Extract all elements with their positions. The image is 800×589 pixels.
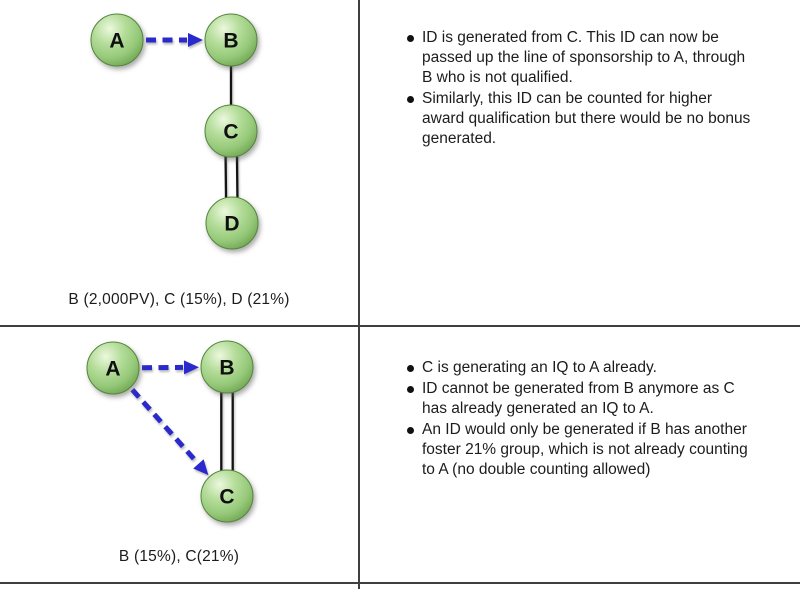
bullet-line: to A (no double counting allowed) — [422, 461, 651, 478]
bullet-line: award qualification but there would be n… — [422, 110, 751, 127]
arrowhead-icon — [183, 360, 200, 375]
bullet-line: ID is generated from C. This ID can now … — [422, 29, 719, 46]
diagram-panel-bottom: A B C B (15%), C(21%) — [0, 327, 358, 582]
node-b — [204, 13, 258, 67]
bullet-line: has already generated an IQ to A. — [422, 400, 654, 417]
node-label-a: A — [109, 30, 124, 53]
horizontal-divider-middle — [0, 325, 800, 327]
node-d — [205, 196, 259, 250]
node-a — [90, 13, 144, 67]
bullet-item: ID cannot be generated from B anymore as… — [407, 379, 800, 419]
scenario-row-bottom: A B C B (15%), C(21%) C is generating an I… — [0, 327, 800, 582]
bullet-list-top: ID is generated from C. This ID can now … — [360, 28, 800, 149]
node-label-b: B — [219, 357, 234, 380]
node-label-b: B — [223, 30, 238, 53]
bullet-line: An ID would only be generated if B has a… — [422, 421, 747, 438]
notes-panel-bottom: C is generating an IQ to A already. ID ca… — [360, 327, 800, 481]
dashed-arrow-edge — [130, 387, 200, 465]
bullet-list-bottom: C is generating an IQ to A already. ID ca… — [360, 358, 800, 480]
bullet-item: C is generating an IQ to A already. — [407, 358, 800, 378]
bullet-line: ID cannot be generated from B anymore as… — [422, 380, 735, 397]
arrowhead-icon — [193, 459, 209, 476]
node-a — [86, 341, 140, 395]
scenario-row-top: A B C D B (2,000PV), C (15%), D (21%) ID is… — [0, 0, 800, 325]
node-label-d: D — [224, 213, 239, 236]
network-diagram-top: A B C D — [90, 13, 259, 250]
diagram-caption-top: B (2,000PV), C (15%), D (21%) — [68, 291, 290, 308]
node-label-c: C — [223, 121, 238, 144]
diagram-caption-bottom: B (15%), C(21%) — [118, 548, 240, 565]
network-diagram-bottom: A B C — [86, 340, 254, 523]
bullet-line: C is generating an IQ to A already. — [422, 359, 657, 376]
bullet-line: generated. — [422, 130, 497, 147]
bullet-line: Similarly, this ID can be counted for hi… — [422, 90, 713, 107]
arrowhead-icon — [188, 33, 203, 47]
vertical-divider — [358, 0, 360, 589]
bullet-line: passed up the line of sponsorship to A, … — [422, 49, 746, 66]
bullet-item: ID is generated from C. This ID can now … — [407, 28, 800, 88]
notes-panel-top: ID is generated from C. This ID can now … — [360, 0, 800, 150]
node-c — [200, 469, 254, 523]
horizontal-divider-bottom — [0, 582, 800, 584]
bullet-line: foster 21% group, which is not already c… — [422, 441, 748, 458]
bullet-item: Similarly, this ID can be counted for hi… — [407, 89, 800, 149]
diagram-panel-top: A B C D B (2,000PV), C (15%), D (21%) — [0, 0, 358, 325]
bullet-line: B who is not qualified. — [422, 69, 573, 86]
node-c — [204, 104, 258, 158]
bullet-item: An ID would only be generated if B has a… — [407, 420, 800, 480]
node-label-a: A — [105, 358, 120, 381]
node-b — [200, 340, 254, 394]
node-label-c: C — [219, 486, 234, 509]
